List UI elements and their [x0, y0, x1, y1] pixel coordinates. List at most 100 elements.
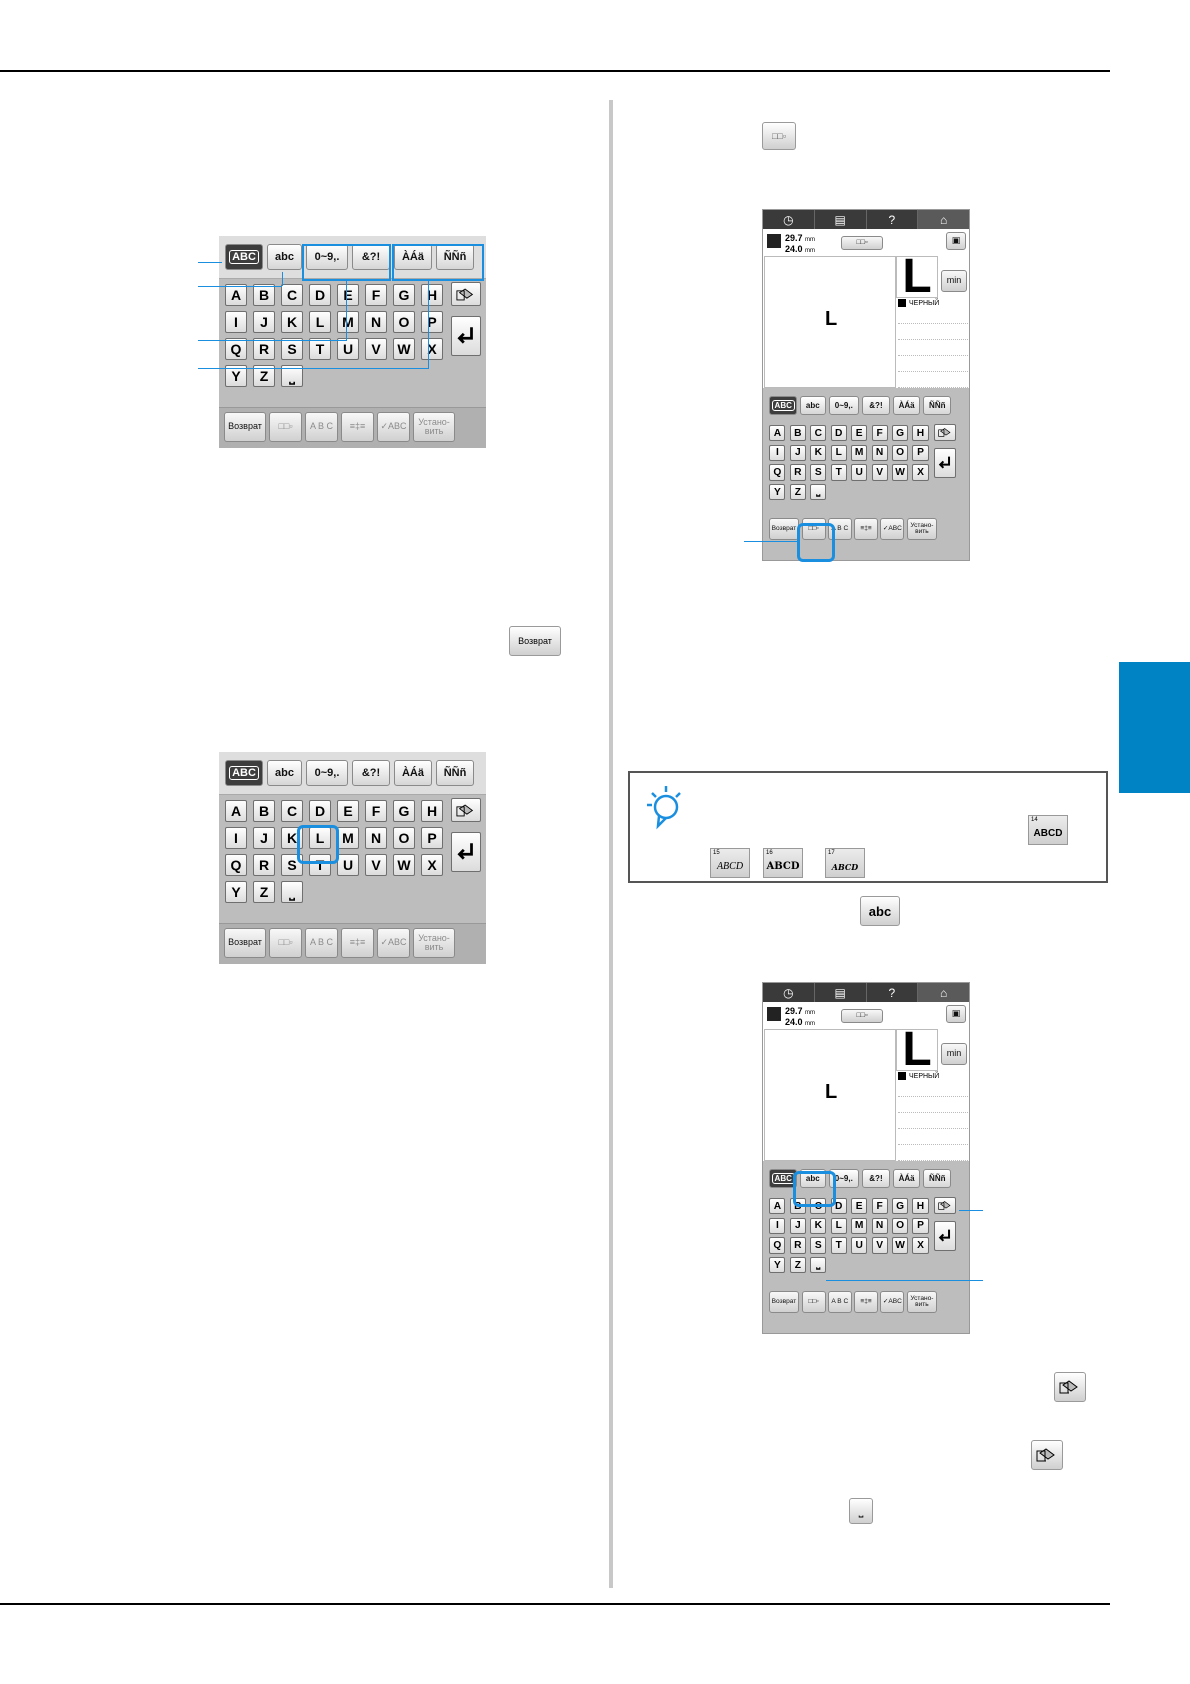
tab-accents-special[interactable]: ÑÑñ	[923, 395, 952, 415]
tab-abc-upper[interactable]: ABC	[225, 244, 263, 270]
key-g[interactable]: G	[393, 800, 415, 822]
key-l[interactable]: L	[309, 311, 331, 333]
key-s[interactable]: S	[810, 1237, 827, 1254]
key-p[interactable]: P	[912, 444, 929, 461]
font-sample-14[interactable]: 14 ABCD	[1028, 815, 1068, 845]
spacing-button[interactable]: ≡‡≡	[854, 1291, 879, 1314]
key-t[interactable]: T	[830, 1237, 847, 1254]
min-button[interactable]: min	[941, 270, 967, 292]
key-q[interactable]: Q	[225, 338, 247, 360]
tab-symbols[interactable]: &?!	[352, 760, 390, 786]
key-y[interactable]: Y	[225, 365, 247, 387]
tab-abc-upper[interactable]: ABC	[769, 1168, 798, 1188]
key-q[interactable]: Q	[769, 1237, 786, 1254]
back-button[interactable]: Возврат	[224, 928, 266, 958]
help-icon[interactable]: ?	[867, 210, 919, 229]
key-y[interactable]: Y	[769, 484, 786, 501]
key-d[interactable]: D	[830, 425, 847, 442]
space-button-inline[interactable]: ⎵	[849, 1498, 873, 1524]
array-button[interactable]: □□▫	[801, 1291, 826, 1314]
back-button[interactable]: Возврат	[768, 518, 800, 541]
key-n[interactable]: N	[871, 1217, 888, 1234]
key-o[interactable]: O	[393, 311, 415, 333]
page-icon[interactable]: ▤	[815, 983, 867, 1002]
key-g[interactable]: G	[393, 284, 415, 306]
check-button[interactable]: ✓ABC	[377, 412, 410, 442]
key-z[interactable]: Z	[253, 365, 275, 387]
key-s[interactable]: S	[281, 338, 303, 360]
tab-abc-lower[interactable]: abc	[800, 395, 826, 415]
tab-accents-lower[interactable]: ÀÁä	[892, 395, 921, 415]
clock-icon[interactable]: ◷	[763, 210, 815, 229]
eraser-button[interactable]	[934, 423, 957, 442]
tab-numbers[interactable]: 0~9,.	[306, 760, 348, 786]
key-b[interactable]: B	[253, 284, 275, 306]
key-k[interactable]: K	[810, 444, 827, 461]
key-m[interactable]: M	[851, 1217, 868, 1234]
eraser-button-inline-1[interactable]	[1054, 1372, 1086, 1402]
back-button[interactable]: Возврат	[768, 1291, 800, 1314]
key-v[interactable]: V	[871, 1237, 888, 1254]
spacing-button[interactable]: ≡‡≡	[341, 412, 374, 442]
enter-button[interactable]	[934, 1221, 957, 1251]
tab-accents-lower[interactable]: ÀÁä	[394, 760, 432, 786]
key-l[interactable]: L	[830, 1217, 847, 1234]
key-i[interactable]: I	[769, 1217, 786, 1234]
key-i[interactable]: I	[225, 311, 247, 333]
tab-accents-lower[interactable]: ÀÁä	[394, 244, 432, 270]
key-p[interactable]: P	[421, 827, 443, 849]
key-j[interactable]: J	[789, 1217, 806, 1234]
key-w[interactable]: W	[892, 1237, 909, 1254]
key-n[interactable]: N	[365, 311, 387, 333]
back-button-inline[interactable]: Возврат	[509, 626, 561, 656]
spacing-button[interactable]: ≡‡≡	[341, 928, 374, 958]
key-u[interactable]: U	[851, 1237, 868, 1254]
check-button[interactable]: ✓ABC	[377, 928, 410, 958]
font-sample-15[interactable]: 15 ABCD	[710, 848, 750, 878]
abc-button-inline[interactable]: abc	[860, 896, 900, 926]
key-k[interactable]: K	[281, 311, 303, 333]
key-n[interactable]: N	[871, 444, 888, 461]
key-u[interactable]: U	[851, 464, 868, 481]
key-o[interactable]: O	[892, 1217, 909, 1234]
key-e[interactable]: E	[851, 1198, 868, 1215]
key-space[interactable]: ⎵	[810, 1257, 827, 1274]
back-button[interactable]: Возврат	[224, 412, 266, 442]
key-c[interactable]: C	[810, 425, 827, 442]
key-j[interactable]: J	[789, 444, 806, 461]
frame-button[interactable]: ▣	[946, 232, 966, 250]
help-icon[interactable]: ?	[867, 983, 919, 1002]
key-i[interactable]: I	[225, 827, 247, 849]
tab-symbols[interactable]: &?!	[862, 1168, 890, 1188]
curve-button[interactable]: A B C	[827, 1291, 852, 1314]
font-sample-16[interactable]: 16 ABCD	[763, 848, 803, 878]
key-l[interactable]: L	[309, 827, 331, 849]
key-b[interactable]: B	[789, 425, 806, 442]
key-y[interactable]: Y	[769, 1257, 786, 1274]
key-f[interactable]: F	[365, 284, 387, 306]
curve-button[interactable]: A B C	[305, 412, 338, 442]
key-t[interactable]: T	[309, 338, 331, 360]
key-x[interactable]: X	[421, 854, 443, 876]
key-t[interactable]: T	[309, 854, 331, 876]
key-k[interactable]: K	[810, 1217, 827, 1234]
key-b[interactable]: B	[253, 800, 275, 822]
tab-accents-special[interactable]: ÑÑñ	[436, 760, 474, 786]
key-c[interactable]: C	[281, 284, 303, 306]
key-o[interactable]: O	[892, 444, 909, 461]
eraser-button-inline-2[interactable]	[1031, 1440, 1063, 1470]
key-v[interactable]: V	[871, 464, 888, 481]
key-space[interactable]: ⎵	[810, 484, 827, 501]
key-z[interactable]: Z	[253, 881, 275, 903]
tab-accents-lower[interactable]: ÀÁä	[892, 1168, 921, 1188]
key-x[interactable]: X	[912, 464, 929, 481]
key-a[interactable]: A	[769, 1198, 786, 1215]
key-h[interactable]: H	[912, 425, 929, 442]
enter-button[interactable]	[451, 316, 481, 356]
key-h[interactable]: H	[421, 284, 443, 306]
key-c[interactable]: C	[281, 800, 303, 822]
clock-icon[interactable]: ◷	[763, 983, 815, 1002]
font-sample-17[interactable]: 17 ABCD	[825, 848, 865, 878]
curve-button[interactable]: A B C	[305, 928, 338, 958]
array-button-inline[interactable]: □□▫	[762, 122, 796, 150]
